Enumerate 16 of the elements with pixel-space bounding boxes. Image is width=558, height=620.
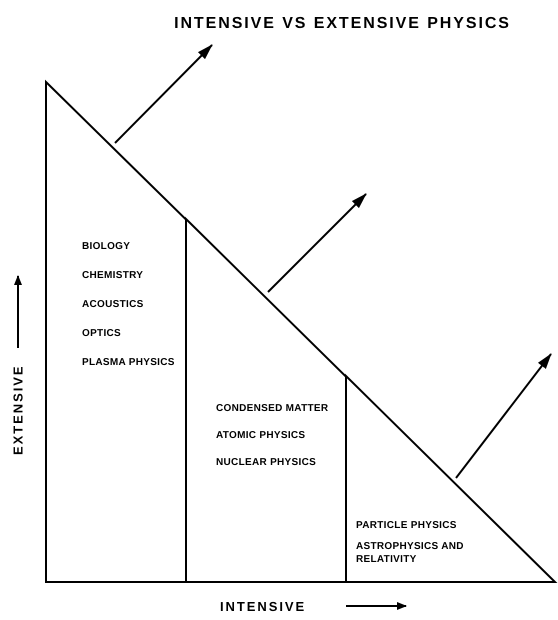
region: [186, 219, 346, 582]
field-name: OPTICS: [82, 327, 122, 340]
field-name: ATOMIC PHYSICS: [216, 429, 306, 442]
field-name: ASTROPHYSICS AND RELATIVITY: [356, 540, 465, 566]
field-name: CONDENSED MATTER: [216, 402, 330, 415]
field-name: BIOLOGY: [82, 240, 132, 253]
field-name: PARTICLE PHYSICS: [356, 519, 458, 532]
region: [346, 376, 555, 582]
field-name: NUCLEAR PHYSICS: [216, 456, 318, 469]
field-name: CHEMISTRY: [82, 269, 144, 282]
region: [46, 82, 186, 582]
field-name: ACOUSTICS: [82, 298, 145, 311]
title: INTENSIVE VS EXTENSIVE PHYSICS: [173, 14, 512, 34]
axis-label: EXTENSIVE: [9, 363, 26, 458]
field-name: PLASMA PHYSICS: [82, 356, 176, 369]
axis-label: INTENSIVE: [220, 598, 306, 616]
